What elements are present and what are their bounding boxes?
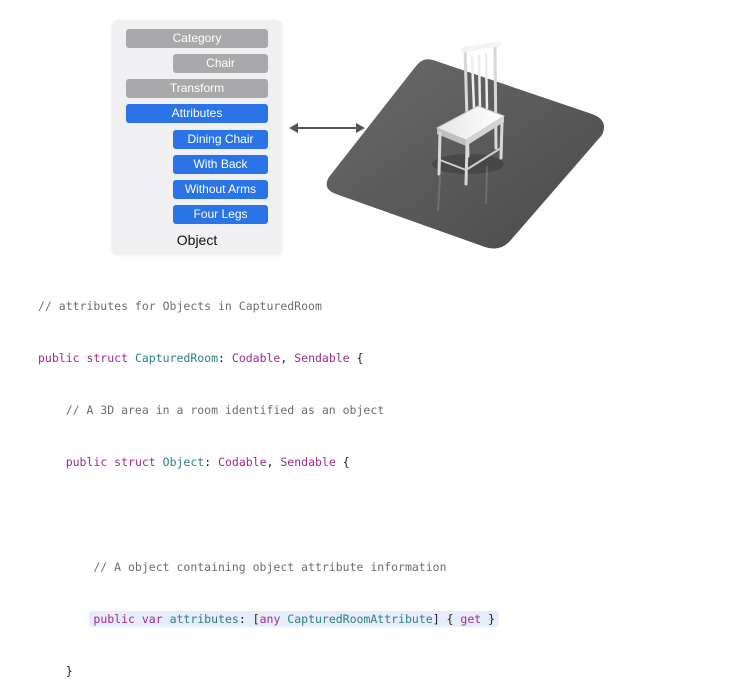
code-line-1: // attributes for Objects in CapturedRoo…	[38, 298, 322, 313]
code-line-7: public var attributes: [any CapturedRoom…	[38, 611, 728, 628]
code-keyword: any	[259, 612, 288, 627]
code-line-8: }	[38, 664, 73, 679]
code-punct: ,	[266, 455, 281, 470]
code-punct: {	[349, 351, 364, 366]
code-line-6: // A object containing object attribute …	[38, 559, 447, 574]
code-highlight: public var attributes: [any CapturedRoom…	[89, 611, 500, 628]
code-protocol: Sendable	[294, 351, 350, 366]
code-block: // attributes for Objects in CapturedRoo…	[38, 263, 728, 698]
code-keyword: public struct	[65, 455, 163, 470]
code-line-2: public struct CapturedRoom: Codable, Sen…	[38, 350, 728, 367]
code-punct: : [	[238, 612, 260, 627]
code-keyword: public struct	[38, 351, 135, 366]
panel-title: Object	[176, 232, 218, 248]
code-punct: }	[481, 612, 496, 627]
code-property: attributes	[169, 612, 239, 627]
chip-with-back[interactable]: With Back	[173, 155, 268, 174]
chip-attributes[interactable]: Attributes	[126, 104, 268, 123]
code-punct: ,	[280, 351, 295, 366]
code-keyword: get	[460, 612, 482, 627]
code-punct: :	[218, 351, 232, 366]
object-panel: Category Chair Transform Attributes Dini…	[112, 20, 282, 254]
code-type: Object	[162, 455, 205, 470]
chip-dining-chair[interactable]: Dining Chair	[173, 130, 268, 149]
code-indent	[38, 612, 93, 626]
chair-3d-model	[326, 41, 605, 249]
chip-chair[interactable]: Chair	[173, 54, 268, 73]
code-keyword: public var	[93, 612, 170, 627]
code-protocol: Codable	[231, 351, 281, 366]
code-line-3: // A 3D area in a room identified as an …	[38, 403, 385, 418]
chip-transform[interactable]: Transform	[126, 79, 268, 98]
code-protocol: Sendable	[280, 455, 336, 470]
chip-category[interactable]: Category	[126, 29, 268, 48]
double-arrow-icon	[289, 123, 365, 133]
code-indent	[38, 455, 66, 469]
code-punct: :	[204, 455, 219, 470]
code-line-5	[38, 507, 728, 524]
code-line-4: public struct Object: Codable, Sendable …	[38, 454, 728, 471]
chip-four-legs[interactable]: Four Legs	[173, 205, 268, 224]
code-type: CapturedRoomAttribute	[287, 612, 433, 627]
code-type: CapturedRoom	[134, 351, 219, 366]
code-protocol: Codable	[218, 455, 267, 470]
chip-without-arms[interactable]: Without Arms	[173, 180, 268, 199]
code-punct: ] {	[432, 612, 461, 627]
code-punct: {	[335, 455, 350, 470]
